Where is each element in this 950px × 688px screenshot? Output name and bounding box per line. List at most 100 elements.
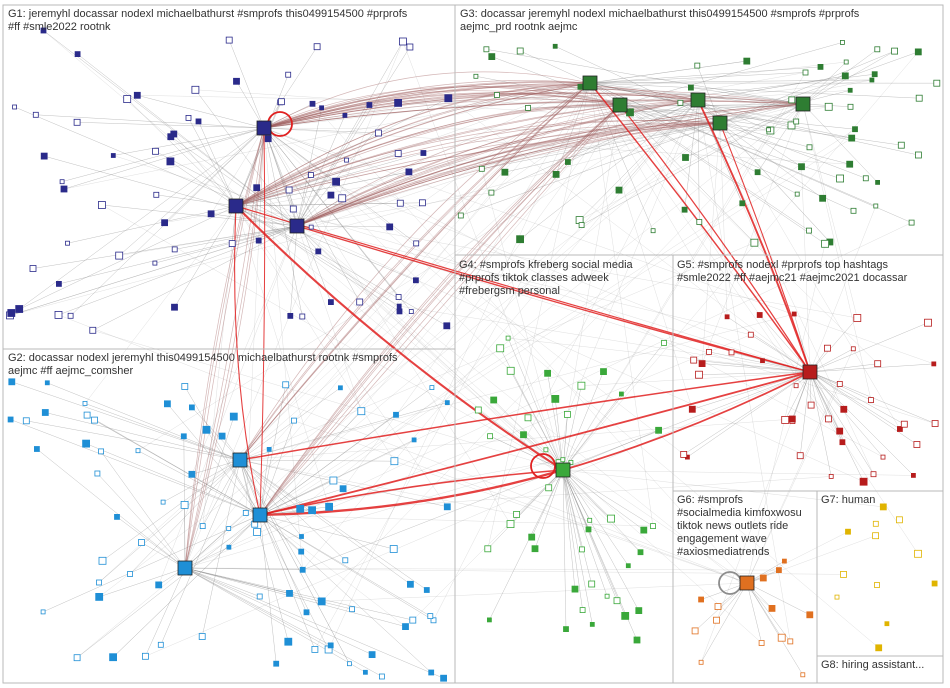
- edge: [296, 192, 492, 227]
- edge: [809, 371, 918, 445]
- edge: [562, 371, 604, 471]
- edge: [184, 137, 852, 569]
- hub-g1-right: [289, 218, 305, 234]
- node: [806, 611, 814, 619]
- edge: [202, 205, 237, 527]
- edge: [562, 385, 582, 471]
- node: [428, 669, 435, 676]
- node: [393, 411, 399, 418]
- edge: [263, 99, 804, 129]
- edge: [259, 514, 277, 664]
- edge: [619, 104, 755, 243]
- edge: [43, 30, 298, 227]
- edge: [296, 99, 699, 227]
- node: [160, 499, 166, 505]
- edge: [137, 95, 265, 129]
- edge: [94, 419, 261, 516]
- node: [506, 366, 515, 375]
- hub-g3-c: [690, 92, 706, 108]
- edge: [239, 459, 350, 664]
- edge: [263, 82, 591, 129]
- edge: [235, 104, 621, 207]
- node: [198, 633, 206, 640]
- edge: [263, 127, 360, 303]
- node: [311, 646, 319, 653]
- edge: [239, 459, 302, 537]
- edge: [802, 103, 872, 401]
- node: [89, 326, 97, 334]
- edge: [342, 82, 591, 199]
- edge: [63, 127, 265, 190]
- edge: [302, 99, 699, 570]
- edge: [84, 403, 241, 461]
- node: [788, 415, 796, 423]
- node: [277, 98, 285, 106]
- edge: [14, 106, 298, 227]
- edge: [263, 71, 591, 129]
- node: [800, 672, 806, 678]
- node: [317, 597, 326, 606]
- node: [185, 115, 192, 121]
- edge: [589, 82, 852, 139]
- edge: [687, 371, 811, 458]
- edge: [263, 127, 379, 134]
- node: [874, 46, 881, 53]
- edge: [77, 122, 265, 129]
- node: [791, 311, 797, 317]
- edge: [321, 103, 804, 602]
- edge: [235, 122, 721, 207]
- node: [405, 168, 413, 176]
- node: [655, 426, 662, 434]
- edge: [10, 419, 261, 516]
- edge: [188, 117, 237, 207]
- node: [913, 441, 921, 448]
- edge: [263, 92, 804, 129]
- edge-highlight: [619, 104, 811, 373]
- edge: [809, 371, 864, 482]
- edge: [126, 98, 237, 207]
- edge: [43, 514, 261, 613]
- edge: [86, 414, 261, 516]
- edge: [619, 72, 806, 106]
- edge: [562, 469, 644, 531]
- node: [484, 545, 492, 553]
- node: [843, 59, 849, 65]
- edge: [235, 205, 400, 312]
- node: [41, 409, 49, 416]
- node: [505, 335, 511, 341]
- edge: [809, 363, 934, 373]
- edge: [235, 205, 447, 327]
- edge: [619, 73, 875, 106]
- edge: [239, 459, 411, 585]
- node: [180, 433, 187, 440]
- edge: [693, 359, 811, 373]
- edge: [300, 103, 804, 509]
- node: [821, 239, 829, 248]
- edge: [259, 514, 329, 650]
- edge: [481, 82, 591, 169]
- edge: [184, 567, 413, 621]
- node: [897, 426, 903, 432]
- edge: [263, 127, 362, 412]
- node: [289, 205, 297, 213]
- hub-g3-e: [795, 96, 811, 112]
- edge: [263, 100, 804, 129]
- node: [155, 581, 163, 589]
- edge: [174, 225, 298, 250]
- node: [577, 83, 584, 90]
- edge: [184, 567, 331, 646]
- edge: [113, 155, 811, 373]
- edge: [235, 82, 591, 207]
- node: [233, 77, 240, 85]
- edge: [259, 104, 621, 516]
- node: [682, 154, 689, 161]
- node: [242, 509, 249, 516]
- node: [868, 397, 874, 404]
- edge: [562, 469, 638, 641]
- node: [579, 546, 585, 553]
- edge: [112, 514, 261, 658]
- node: [7, 309, 16, 317]
- edge: [11, 381, 241, 461]
- node: [552, 170, 560, 178]
- node: [325, 502, 334, 511]
